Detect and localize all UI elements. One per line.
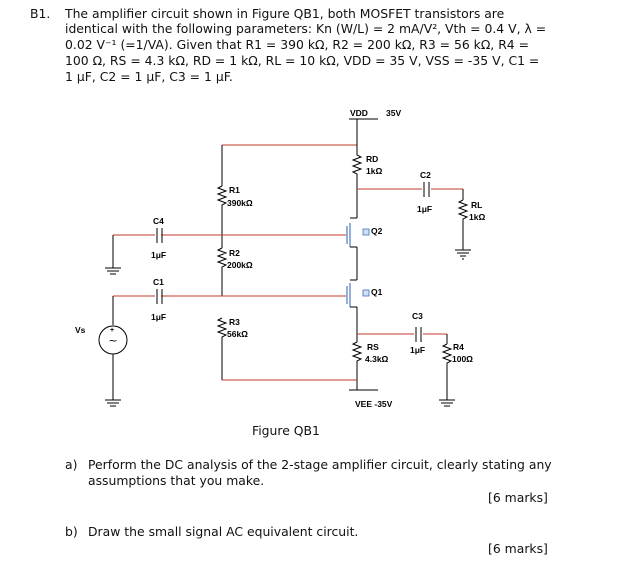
r2-label: R2 [229, 248, 240, 258]
svg-text:+: + [110, 327, 114, 334]
q1-label: Q1 [371, 287, 383, 297]
r1-resistor [216, 185, 228, 248]
r3-value: 56kΩ [227, 329, 248, 339]
r2-value: 200kΩ [227, 260, 253, 270]
part-a-marks: [6 marks] [488, 490, 548, 505]
figure-caption: Figure QB1 [252, 423, 320, 438]
c2-label: C2 [420, 170, 431, 180]
part-a-line: Perform the DC analysis of the 2-stage a… [88, 457, 552, 472]
r1-label: R1 [229, 185, 240, 195]
svg-text:~: ~ [108, 334, 117, 347]
r3-resistor [216, 317, 228, 380]
rd-label: RD [366, 154, 378, 164]
part-a-line: assumptions that you make. [88, 473, 265, 488]
part-a-label: a) [65, 457, 78, 472]
r4-resistor [441, 343, 453, 400]
c1-value: 1μF [151, 312, 166, 322]
rd-value: 1kΩ [366, 166, 382, 176]
rs-value: 4.3kΩ [365, 354, 389, 364]
r1-value: 390kΩ [227, 198, 253, 208]
c1-label: C1 [153, 277, 164, 287]
r2-resistor [216, 247, 228, 296]
c4-value: 1μF [151, 250, 166, 260]
rl-value: 1kΩ [469, 212, 485, 222]
c2-value: 1μF [417, 204, 432, 214]
r4-label: R4 [453, 342, 464, 352]
c3-value: 1μF [410, 345, 425, 355]
vee-label: VEE -35V [355, 399, 393, 409]
rl-label: RL [471, 200, 482, 210]
r3-label: R3 [229, 317, 240, 327]
intro-line: 0.02 V⁻¹ (=1/VA). Given that R1 = 390 kΩ… [65, 37, 530, 52]
part-b-label: b) [65, 524, 78, 539]
c3-label: C3 [412, 311, 423, 321]
vdd-value: 35V [386, 108, 401, 118]
r4-value: 100Ω [452, 354, 473, 364]
question-number: B1. [30, 6, 51, 21]
q2-label: Q2 [371, 226, 383, 236]
intro-line: The amplifier circuit shown in Figure QB… [65, 6, 505, 21]
part-b-text: Draw the small signal AC equivalent circ… [88, 524, 359, 539]
c4-label: C4 [153, 216, 164, 226]
rs-resistor [351, 341, 363, 390]
intro-line: identical with the following parameters:… [65, 21, 547, 36]
vs-label: Vs [75, 325, 86, 335]
rl-resistor [457, 199, 469, 250]
intro-line: 1 μF, C2 = 1 μF, C3 = 1 μF. [65, 69, 233, 84]
vdd-label: VDD [350, 108, 368, 118]
intro-line: 100 Ω, RS = 4.3 kΩ, RD = 1 kΩ, RL = 10 k… [65, 53, 540, 68]
rd-resistor [351, 150, 363, 180]
rs-label: RS [367, 342, 379, 352]
part-b-marks: [6 marks] [488, 541, 548, 556]
